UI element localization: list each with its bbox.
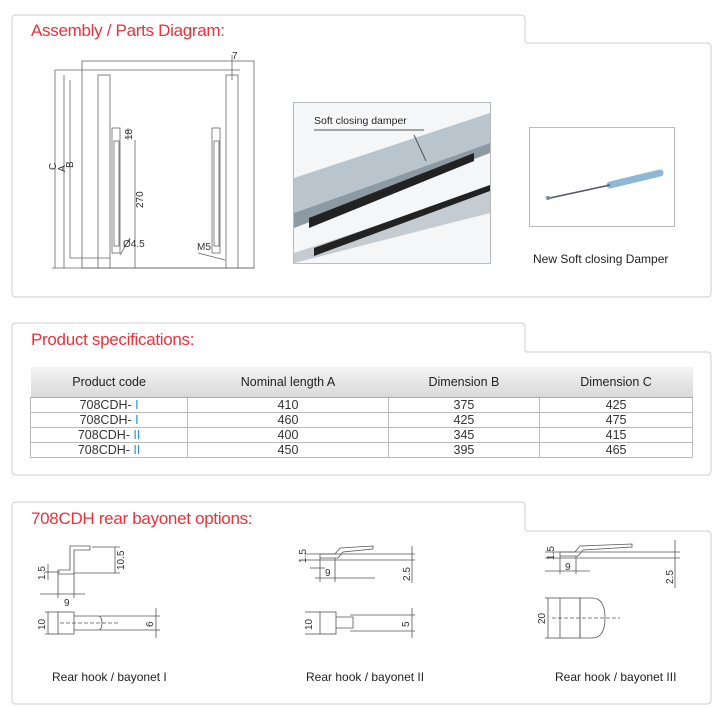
col-dimension-c: Dimension C xyxy=(539,367,693,398)
code-prefix: 708CDH- xyxy=(77,428,134,442)
cell-b: 425 xyxy=(387,412,541,428)
bayonet-2-caption: Rear hook / bayonet II xyxy=(306,670,425,684)
cell-c: 475 xyxy=(539,412,693,428)
dim-thick: 1.5 xyxy=(546,546,557,560)
code-prefix: 708CDH- xyxy=(79,413,136,427)
table-row: 708CDH- II 400 345 415 xyxy=(29,427,693,443)
col-nominal-length: Nominal length A xyxy=(187,367,389,398)
dim-width: 9 xyxy=(565,562,571,573)
dim-tongue: 6 xyxy=(145,621,156,627)
product-code: 708CDH- II xyxy=(29,427,189,443)
cell-b: 395 xyxy=(387,442,541,458)
spec-table: Product code Nominal length A Dimension … xyxy=(29,367,693,458)
assembly-drawing xyxy=(52,55,255,269)
table-row: 708CDH- I 460 425 475 xyxy=(29,412,693,428)
cell-a: 450 xyxy=(187,442,389,458)
dim-width: 9 xyxy=(325,568,331,579)
code-suffix: I xyxy=(135,413,139,427)
col-product-code: Product code xyxy=(30,367,188,398)
bayonet-2-drawing: 1.5 9 2.5 10 5 xyxy=(298,545,415,638)
cell-a: 400 xyxy=(187,427,389,443)
product-code: 708CDH- I xyxy=(29,397,189,413)
cell-c: 425 xyxy=(539,397,693,413)
product-code: 708CDH- I xyxy=(29,412,189,428)
cell-c: 465 xyxy=(539,442,693,458)
dim-height: 2.5 xyxy=(665,570,676,584)
dim-plate: 10 xyxy=(37,618,48,630)
bayonet-title: 708CDH rear bayonet options: xyxy=(31,509,253,528)
dim-screw: M5 xyxy=(197,242,211,253)
table-row: 708CDH- II 450 395 465 xyxy=(29,442,693,458)
dim-width: 9 xyxy=(64,598,70,609)
col-dimension-b: Dimension B xyxy=(388,367,540,398)
cell-a: 410 xyxy=(187,397,389,413)
dim-b: B xyxy=(65,161,76,168)
cell-c: 415 xyxy=(539,427,693,443)
cell-a: 460 xyxy=(187,412,389,428)
new-damper-photo xyxy=(529,127,675,227)
dim-a: A xyxy=(57,165,68,172)
dim-plate: 10 xyxy=(304,618,315,630)
dim-hole: Ø4.5 xyxy=(123,239,145,250)
damper-photo: Soft closing damper xyxy=(293,102,491,264)
dim-c: C xyxy=(48,163,59,170)
dim-height: 10.5 xyxy=(116,550,127,570)
bayonet-3-drawing: 1.5 9 2.5 20 xyxy=(537,540,680,639)
assembly-title: Assembly / Parts Diagram: xyxy=(31,21,225,40)
cell-b: 375 xyxy=(387,397,541,413)
code-prefix: 708CDH- xyxy=(79,398,136,412)
bayonet-3-caption: Rear hook / bayonet III xyxy=(555,670,677,684)
dim-thick: 1.5 xyxy=(37,566,48,580)
dim-18: 18 xyxy=(124,128,135,140)
bayonet-1-caption: Rear hook / bayonet I xyxy=(52,670,167,684)
dim-7: 7 xyxy=(232,51,238,62)
code-suffix: II xyxy=(133,428,141,442)
table-row: 708CDH- I 410 375 425 xyxy=(29,397,693,413)
code-suffix: II xyxy=(133,443,141,457)
assembly-drawing-labels: C A B 270 Ø4.5 M5 18 7 xyxy=(48,51,238,253)
code-suffix: I xyxy=(135,398,139,412)
cell-b: 345 xyxy=(387,427,541,443)
new-damper-caption: New Soft closing Damper xyxy=(533,252,669,266)
code-prefix: 708CDH- xyxy=(77,443,134,457)
damper-callout: Soft closing damper xyxy=(314,115,407,127)
specs-title: Product specifications: xyxy=(31,330,195,349)
dim-270: 270 xyxy=(135,191,146,208)
dim-plate: 20 xyxy=(537,612,548,624)
dim-thick: 1.5 xyxy=(298,549,309,563)
bayonet-1-drawing: 1.5 9 10.5 10 6 xyxy=(37,545,160,638)
dim-tongue: 5 xyxy=(401,621,412,627)
dim-height: 2.5 xyxy=(402,567,413,581)
product-code: 708CDH- II xyxy=(29,442,189,458)
